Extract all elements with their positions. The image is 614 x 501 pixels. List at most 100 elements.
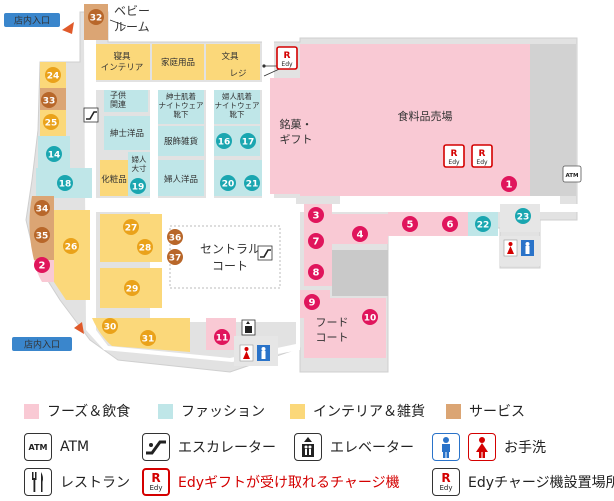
- shop-marker-11[interactable]: 11: [214, 329, 230, 345]
- shop-marker-number: 4: [357, 230, 364, 241]
- central-court-line-1: セントラル: [200, 242, 260, 256]
- shop-marker-36[interactable]: 36: [167, 229, 183, 245]
- edy-r-1: R: [284, 51, 291, 61]
- shop-marker-34[interactable]: 34: [34, 200, 50, 216]
- kids-line-1: 子供: [110, 90, 126, 100]
- zone-mens-wear: [104, 116, 150, 150]
- shop-marker-number: 6: [447, 220, 454, 231]
- shop-marker-number: 20: [222, 180, 235, 190]
- legend-edy-gift: R Edy Edyギフトが受け取れるチャージ機: [142, 468, 400, 496]
- baby-room-leader: [109, 19, 127, 27]
- atm-map-icon: ATM: [562, 165, 582, 183]
- shop-marker-6[interactable]: 6: [442, 216, 458, 232]
- shop-marker-31[interactable]: 31: [140, 330, 156, 346]
- food-hall-label: 食料品売場: [398, 109, 453, 123]
- shop-marker-10[interactable]: 10: [362, 309, 378, 325]
- legend-edy-gift-label: Edyギフトが受け取れるチャージ機: [178, 475, 400, 491]
- shop-marker-28[interactable]: 28: [137, 239, 153, 255]
- shop-marker-circle: [244, 175, 260, 191]
- shop-marker-17[interactable]: 17: [240, 133, 256, 149]
- shop-marker-number: 10: [364, 314, 377, 324]
- shop-marker-14[interactable]: 14: [46, 146, 62, 162]
- entrance-arrow-bottom-icon: [74, 322, 84, 334]
- zone-household: [152, 44, 204, 80]
- shop-marker-number: 8: [313, 268, 320, 279]
- shop-marker-number: 2: [39, 261, 46, 272]
- shop-marker-29[interactable]: 29: [124, 280, 140, 296]
- shop-marker-number: 7: [313, 237, 320, 248]
- shop-marker-circle: [63, 238, 79, 254]
- legend-edy-charge: R Edy Edyチャージ機設置場所: [432, 468, 614, 496]
- shop-marker-1[interactable]: 1: [501, 176, 517, 192]
- shop-marker-23[interactable]: 23: [515, 208, 531, 224]
- shop-marker-9[interactable]: 9: [304, 294, 320, 310]
- shop-marker-35[interactable]: 35: [34, 227, 50, 243]
- shop-marker-19[interactable]: 19: [130, 178, 146, 194]
- shop-marker-32[interactable]: 32: [88, 9, 104, 25]
- shop-marker-33[interactable]: 33: [41, 92, 57, 108]
- shop-marker-number: 3: [313, 211, 320, 222]
- shop-marker-circle: [140, 330, 156, 346]
- zone-accessories: [158, 126, 204, 156]
- shop-marker-20[interactable]: 20: [220, 175, 236, 191]
- corridor-top: [96, 82, 296, 90]
- zone-10: [358, 298, 386, 358]
- shop-marker-22[interactable]: 22: [475, 216, 491, 232]
- shop-marker-circle: [88, 9, 104, 25]
- shop-marker-circle: [102, 318, 118, 334]
- shop-marker-27[interactable]: 27: [123, 219, 139, 235]
- shop-marker-5[interactable]: 5: [402, 216, 418, 232]
- corridor-vert-2: [150, 86, 158, 198]
- shop-marker-21[interactable]: 21: [244, 175, 260, 191]
- shop-marker-circle: [130, 178, 146, 194]
- restroom-map-icon-2: [503, 239, 534, 257]
- baby-room-line-2: ルーム: [114, 20, 150, 34]
- shop-marker-circle: [501, 176, 517, 192]
- mens-inner-line-1: 紳士肌着: [166, 91, 196, 101]
- shop-marker-number: 18: [59, 180, 72, 190]
- food-court-line-1: フード: [316, 316, 349, 329]
- shop-marker-circle: [515, 208, 531, 224]
- shop-marker-24[interactable]: 24: [45, 67, 61, 83]
- corridor-vert-3: [206, 86, 214, 198]
- legend-elevator: エレベーター: [294, 433, 414, 461]
- atm-icon: ATM: [24, 433, 52, 461]
- shop-marker-16[interactable]: 16: [216, 133, 232, 149]
- legend-fashion-swatch: [158, 403, 173, 419]
- shop-marker-circle: [137, 239, 153, 255]
- shop-marker-25[interactable]: 25: [43, 114, 59, 130]
- shop-marker-circle: [308, 233, 324, 249]
- shop-marker-7[interactable]: 7: [308, 233, 324, 249]
- shop-marker-26[interactable]: 26: [63, 238, 79, 254]
- shop-marker-circle: [352, 226, 368, 242]
- shop-marker-8[interactable]: 8: [308, 264, 324, 280]
- shop-marker-number: 25: [45, 119, 58, 129]
- shop-marker-circle: [41, 92, 57, 108]
- shop-marker-30[interactable]: 30: [102, 318, 118, 334]
- stationery-label: 文具: [221, 51, 239, 62]
- shop-marker-37[interactable]: 37: [167, 249, 183, 265]
- shop-marker-4[interactable]: 4: [352, 226, 368, 242]
- household-label: 家庭用品: [161, 57, 195, 68]
- shop-marker-number: 36: [169, 234, 182, 244]
- edy-r-3: R: [479, 149, 486, 159]
- shop-marker-number: 1: [506, 180, 513, 191]
- kids-line-2: 関連: [110, 99, 126, 109]
- zone-stationery: [206, 44, 260, 80]
- shop-marker-18[interactable]: 18: [57, 175, 73, 191]
- shop-marker-circle: [220, 175, 236, 191]
- entrance-arrow-top-icon: [62, 22, 74, 34]
- edy-gift-charger-icon-3: R Edy: [471, 144, 493, 168]
- shop-marker-circle: [124, 280, 140, 296]
- legend-interior-swatch: [290, 403, 305, 419]
- shop-marker-circle: [214, 329, 230, 345]
- corridor-mid: [96, 198, 296, 212]
- shop-marker-number: 11: [216, 334, 229, 344]
- shop-marker-circle: [308, 264, 324, 280]
- shop-marker-circle: [46, 146, 62, 162]
- shop-marker-2[interactable]: 2: [34, 257, 50, 273]
- shop-marker-circle: [304, 294, 320, 310]
- mens-inner-line-3: 靴下: [174, 109, 189, 119]
- shop-marker-3[interactable]: 3: [308, 207, 324, 223]
- shop-marker-circle: [167, 229, 183, 245]
